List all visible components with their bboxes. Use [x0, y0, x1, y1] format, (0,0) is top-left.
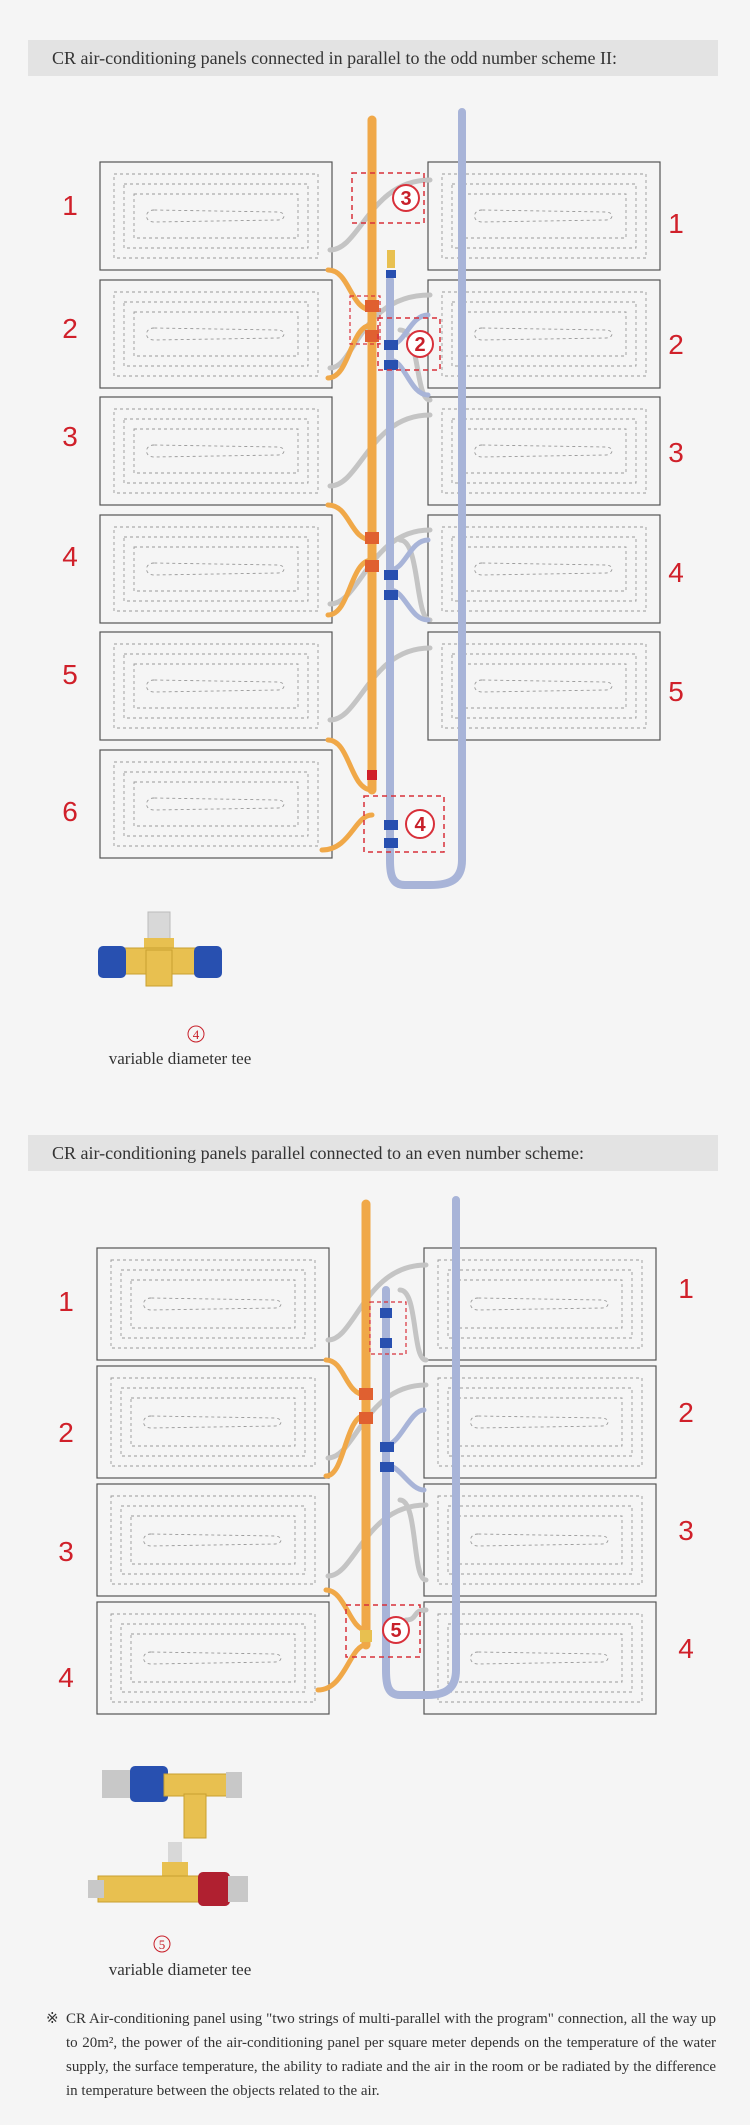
left-panel-numbers: 1 2 3 4 5 6	[62, 190, 78, 827]
tee-part-illustration-5: 5 variable diameter tee	[88, 1766, 252, 1979]
left-number: 3	[62, 421, 78, 452]
supply-pipes	[315, 1199, 371, 1693]
part-5-number: 5	[159, 1937, 166, 1952]
left-panels	[99, 161, 333, 859]
callout-2-label: 2	[414, 334, 425, 356]
callout-4: 4	[363, 795, 445, 853]
left-number: 2	[58, 1417, 74, 1448]
gray-hoses	[327, 177, 433, 723]
fittings	[359, 1308, 394, 1642]
left-number: 1	[62, 190, 78, 221]
callout-5-label: 5	[390, 1620, 401, 1642]
right-number: 1	[668, 208, 684, 239]
left-number: 5	[62, 659, 78, 690]
left-number: 6	[62, 796, 78, 827]
note-text: CR Air-conditioning panel using "two str…	[66, 2011, 716, 2099]
callout-2: 2	[349, 295, 441, 371]
right-number: 1	[678, 1273, 694, 1304]
part-4-caption: variable diameter tee	[109, 1049, 252, 1068]
right-panel-numbers: 1 2 3 4 5	[668, 208, 684, 707]
note-mark: ※	[46, 2011, 59, 2027]
supply-pipes	[319, 115, 377, 853]
left-number: 4	[62, 541, 78, 572]
callout-4-label: 4	[414, 814, 426, 836]
tee-part-illustration-4: 4 variable diameter tee	[98, 911, 252, 1068]
section2-title: CR air-conditioning panels parallel conn…	[28, 1135, 718, 1171]
odd-scheme-diagram: 3 2 4 1 2 3 4 5 6 1 2 3 4 5	[62, 108, 684, 889]
right-number: 2	[668, 329, 684, 360]
callout-3: 3	[351, 172, 425, 224]
left-panels	[96, 1247, 330, 1715]
left-number: 2	[62, 313, 78, 344]
even-scheme-diagram: 5 1 2 3 4 1 2 3 4	[58, 1196, 694, 1715]
right-panel-numbers: 1 2 3 4	[678, 1273, 694, 1664]
right-number: 4	[668, 557, 684, 588]
left-number: 3	[58, 1536, 74, 1567]
fittings	[365, 250, 398, 848]
even-detail-frame	[369, 1301, 407, 1355]
right-number: 2	[678, 1397, 694, 1428]
left-panel-numbers: 1 2 3 4	[58, 1286, 74, 1693]
left-number: 1	[58, 1286, 74, 1317]
right-number: 4	[678, 1633, 694, 1664]
right-number: 3	[678, 1515, 694, 1546]
part-5-caption: variable diameter tee	[109, 1960, 252, 1979]
section1-title: CR air-conditioning panels connected in …	[28, 40, 718, 76]
left-number: 4	[58, 1662, 74, 1693]
part-4-number: 4	[193, 1027, 200, 1042]
explanatory-note: ※ CR Air-conditioning panel using "two s…	[46, 2007, 716, 2103]
callout-5: 5	[345, 1604, 421, 1658]
gray-hoses	[325, 1262, 429, 1623]
callout-3-label: 3	[400, 188, 411, 210]
right-number: 3	[668, 437, 684, 468]
right-number: 5	[668, 676, 684, 707]
